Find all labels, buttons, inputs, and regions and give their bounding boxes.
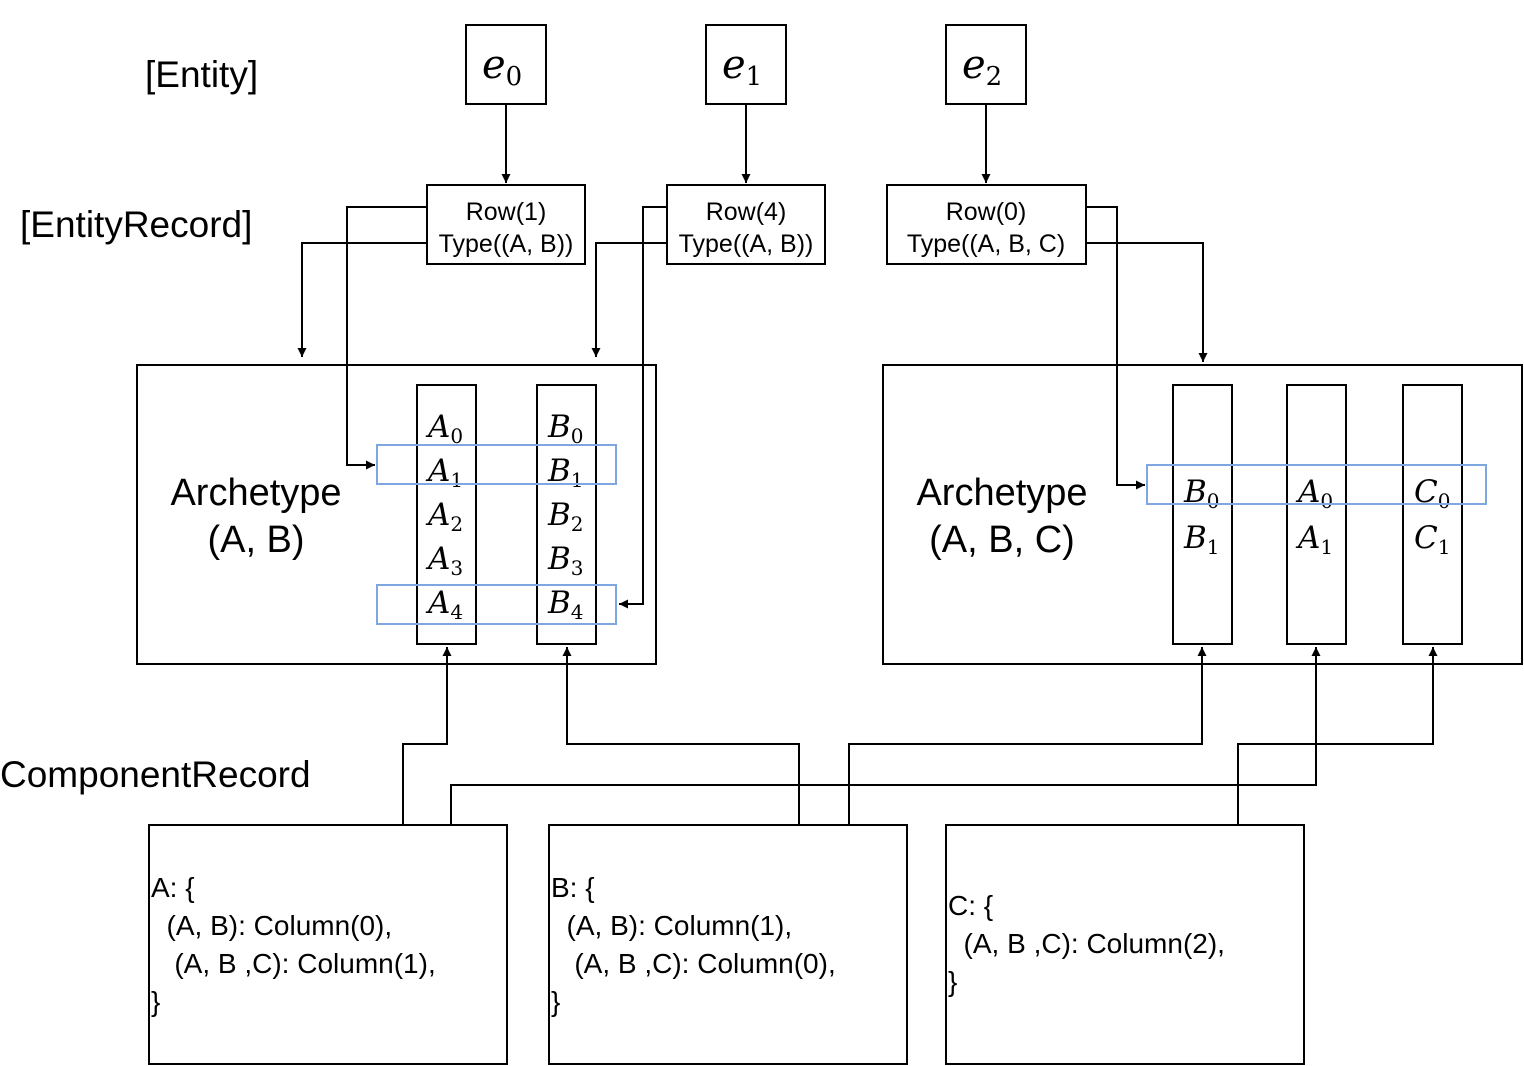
archetype-subtitle: (A, B) [207, 519, 304, 561]
cell-c1: C1 [1414, 520, 1450, 559]
cell-a0: A0 [425, 409, 463, 448]
cell-b1: B1 [1183, 520, 1220, 559]
entity-subscript: 0 [506, 62, 523, 92]
column-b [536, 384, 597, 645]
entity-record-2: Row(0) Type((A, B, C) [886, 184, 1087, 265]
entity-record-layer-label: [EntityRecord] [20, 204, 252, 245]
component-line: } [551, 986, 560, 1017]
component-line: (A, B ,C): Column(1), [151, 948, 436, 979]
component-line: A: { [151, 872, 195, 903]
component-line: } [948, 966, 957, 997]
record-type: Type((A, B, C) [907, 230, 1065, 258]
column-c [1402, 384, 1463, 645]
record-row: Row(0) [946, 198, 1027, 226]
cell-b4: B4 [547, 585, 584, 624]
component-line: (A, B): Column(0), [151, 910, 392, 941]
component-record-layer-label: ComponentRecord [0, 754, 311, 795]
component-line: (A, B ,C): Column(0), [551, 948, 836, 979]
entity-e0: e0 [465, 24, 547, 105]
entity-record-0: Row(1) Type((A, B)) [426, 184, 586, 265]
cell-b1: B1 [547, 453, 584, 492]
entity-base: e [962, 42, 986, 88]
cell-b0: B0 [1183, 474, 1220, 513]
row-pointer-arrow [346, 206, 427, 470]
record-type: Type((A, B)) [439, 230, 574, 258]
type-pointer-arrow [591, 242, 667, 357]
entity-subscript: 1 [746, 62, 763, 92]
row-0-highlight [1146, 464, 1487, 505]
cell-a2: A2 [425, 497, 463, 536]
component-line: } [151, 986, 160, 1017]
type-pointer-arrow [1087, 242, 1208, 362]
entity-base: e [482, 42, 506, 88]
component-record-a: A: { (A, B): Column(0), (A, B ,C): Colum… [148, 824, 508, 1065]
archetype-title: Archetype [170, 472, 341, 514]
type-pointer-arrow [297, 242, 427, 357]
entity-e2: e2 [945, 24, 1027, 105]
entity-e1: e1 [705, 24, 787, 105]
cell-a1: A1 [1295, 520, 1333, 559]
record-row: Row(4) [706, 198, 787, 226]
record-type: Type((A, B)) [679, 230, 814, 258]
archetype-title: Archetype [916, 472, 1087, 514]
component-record-c: C: { (A, B ,C): Column(2), } [945, 824, 1305, 1065]
component-line: (A, B ,C): Column(2), [948, 928, 1225, 959]
entity-base: e [722, 42, 746, 88]
svg-text:e2: e2 [962, 42, 1002, 92]
row-pointer-arrow [1087, 206, 1145, 490]
svg-text:e1: e1 [722, 42, 762, 92]
column-b [1172, 384, 1233, 645]
record-row: Row(1) [466, 198, 547, 226]
entity-record-1: Row(4) Type((A, B)) [666, 184, 826, 265]
component-line: B: { [551, 872, 595, 903]
row-4-highlight [376, 584, 617, 625]
svg-text:e0: e0 [482, 42, 522, 92]
column-a [416, 384, 477, 645]
component-line: (A, B): Column(1), [551, 910, 792, 941]
archetype-subtitle: (A, B, C) [929, 519, 1075, 561]
column-pointer-arrow [562, 647, 800, 887]
row-pointer-arrow [619, 206, 667, 609]
cell-b3: B3 [547, 541, 584, 580]
cell-b2: B2 [547, 497, 584, 536]
cell-a3: A3 [425, 541, 463, 580]
component-line: C: { [948, 890, 993, 921]
cell-a4: A4 [425, 585, 463, 624]
cell-b0: B0 [547, 409, 584, 448]
entity-subscript: 2 [986, 62, 1003, 92]
entity-layer-label: [Entity] [145, 54, 258, 95]
row-1-highlight [376, 444, 617, 485]
column-a [1286, 384, 1347, 645]
component-record-b: B: { (A, B): Column(1), (A, B ,C): Colum… [548, 824, 908, 1065]
